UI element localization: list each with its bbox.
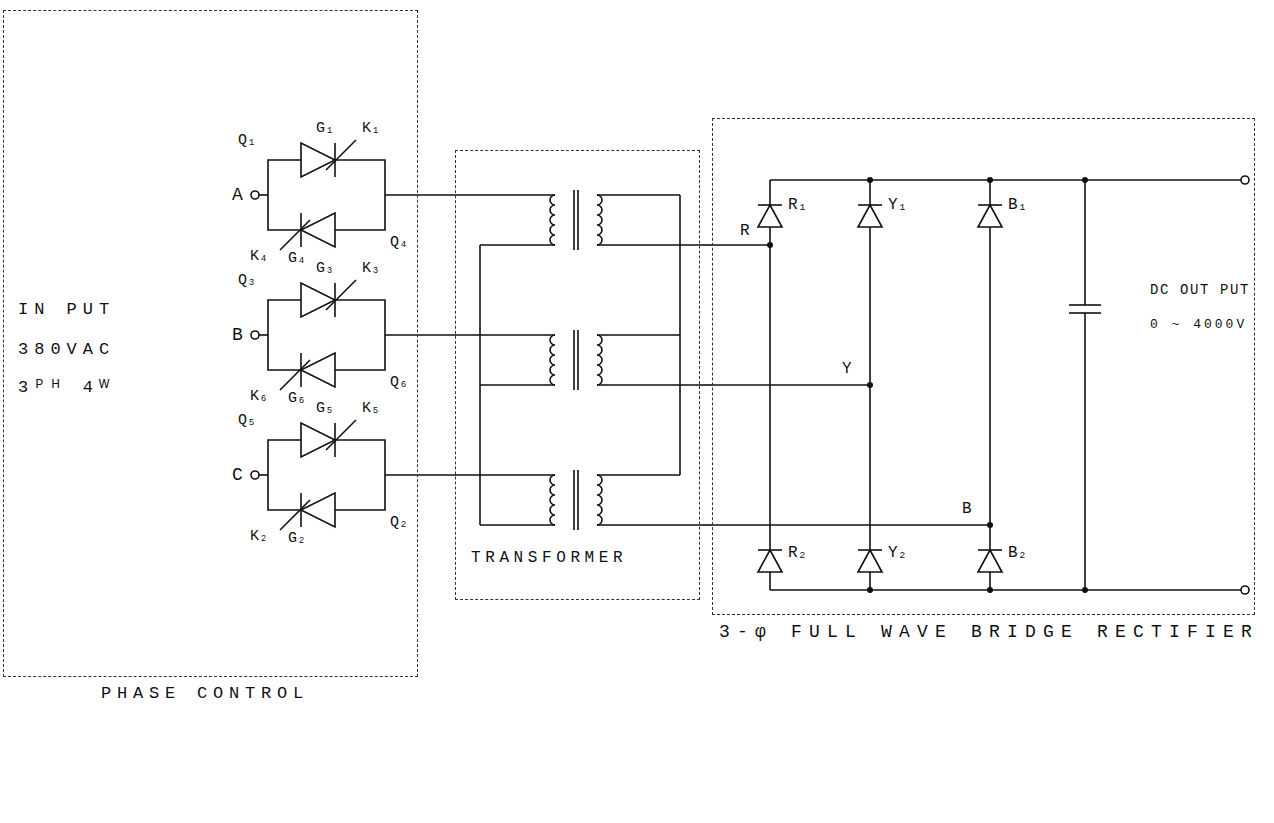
part-label: 3ᴾᴴ 4ᵂ bbox=[18, 378, 115, 398]
region-title: TRANSFORMER bbox=[471, 549, 627, 567]
part-label: K₄ bbox=[250, 248, 268, 265]
part-label: Q₄ bbox=[390, 234, 408, 251]
part-label: G₃ bbox=[316, 260, 334, 277]
part-label: G₂ bbox=[288, 530, 306, 547]
part-label: Y bbox=[842, 360, 852, 378]
region-title: 3-φ FULL WAVE BRIDGE RECTIFIER bbox=[719, 622, 1259, 643]
part-label: Q₃ bbox=[238, 272, 256, 289]
wire bbox=[700, 524, 712, 526]
part-label: DC OUT PUT bbox=[1150, 282, 1250, 298]
part-label: K₃ bbox=[362, 260, 380, 277]
part-label: 380VAC bbox=[18, 340, 115, 360]
part-label: 0 ~ 4000V bbox=[1150, 318, 1247, 333]
part-label: R bbox=[740, 222, 750, 240]
dashed-region: TRANSFORMER bbox=[455, 150, 700, 600]
part-label: B bbox=[962, 500, 972, 518]
part-label: Q₆ bbox=[390, 374, 408, 391]
part-label: Y₂ bbox=[888, 544, 907, 562]
part-label: Q₂ bbox=[390, 514, 408, 531]
wire bbox=[700, 384, 712, 386]
part-label: R₁ bbox=[788, 196, 807, 214]
part-label: A bbox=[232, 185, 243, 206]
dashed-region: 3-φ FULL WAVE BRIDGE RECTIFIER bbox=[712, 118, 1255, 615]
part-label: K₁ bbox=[362, 120, 380, 137]
wire bbox=[418, 194, 455, 196]
wire bbox=[418, 474, 455, 476]
diode-bridge bbox=[712, 176, 1249, 594]
part-label: G₄ bbox=[288, 250, 306, 267]
part-label: B₂ bbox=[1008, 544, 1027, 562]
part-label: Y₁ bbox=[888, 196, 907, 214]
part-label: C bbox=[232, 465, 243, 486]
part-label: G₁ bbox=[316, 120, 334, 137]
part-label: IN PUT bbox=[18, 300, 115, 320]
wire bbox=[418, 334, 455, 336]
part-label: Q₁ bbox=[238, 132, 256, 149]
scr-pairs bbox=[251, 140, 418, 530]
part-label: G₅ bbox=[316, 400, 334, 417]
wire bbox=[700, 244, 712, 246]
part-label: K₂ bbox=[250, 528, 268, 545]
region-title: PHASE CONTROL bbox=[101, 684, 309, 704]
part-label: Q₅ bbox=[238, 412, 256, 429]
part-label: K₆ bbox=[250, 388, 268, 405]
part-label: G₆ bbox=[288, 390, 306, 407]
transformer-windings bbox=[455, 190, 700, 530]
part-label: B bbox=[232, 325, 243, 346]
part-label: B₁ bbox=[1008, 196, 1027, 214]
part-label: R₂ bbox=[788, 544, 807, 562]
part-label: K₅ bbox=[362, 400, 380, 417]
